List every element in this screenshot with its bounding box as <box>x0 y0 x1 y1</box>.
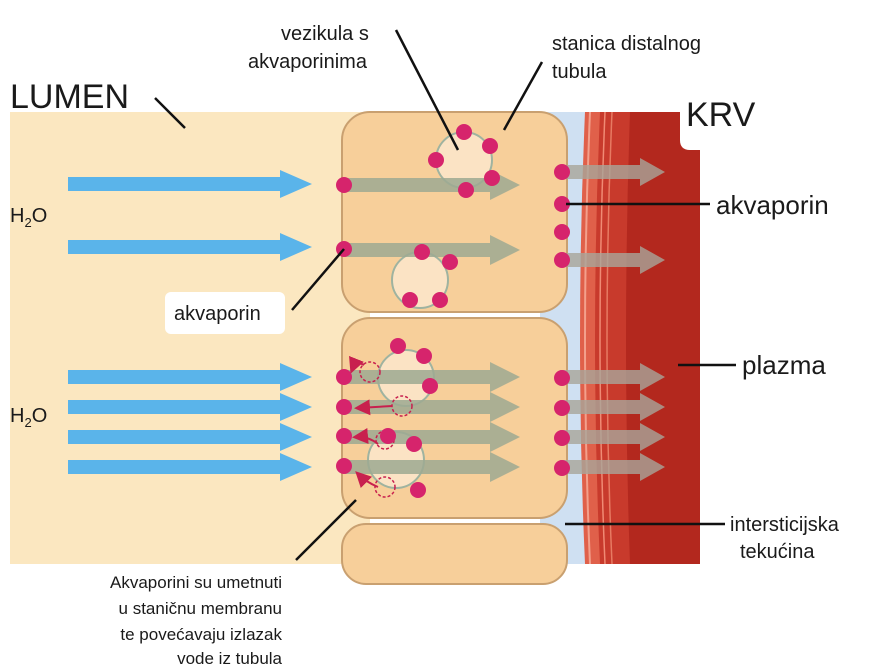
interstitial-label-line1: intersticijska <box>730 514 840 536</box>
caption-line2: u staničnu membranu <box>119 599 282 618</box>
vesicle-label-line1: vezikula s <box>281 23 369 45</box>
caption: Akvaporini su umetnuti u staničnu membra… <box>110 573 283 668</box>
blood-label: KRV <box>686 96 756 134</box>
cell-label-line1: stanica distalnog <box>552 33 701 55</box>
caption-line1: Akvaporini su umetnuti <box>110 573 282 592</box>
aquaporin-left-label: akvaporin <box>174 303 261 325</box>
interstitial-label-line2: tekućina <box>740 541 815 563</box>
plasma-label: plazma <box>742 350 826 380</box>
lumen-label: LUMEN <box>10 78 129 116</box>
aquaporin-right-label: akvaporin <box>716 190 829 220</box>
cell-label-line2: tubula <box>552 61 607 83</box>
vesicle-label-line2: akvaporinima <box>248 51 368 73</box>
caption-line4: vode iz tubula <box>177 649 282 668</box>
caption-line3: te povećavaju izlazak <box>120 625 282 644</box>
